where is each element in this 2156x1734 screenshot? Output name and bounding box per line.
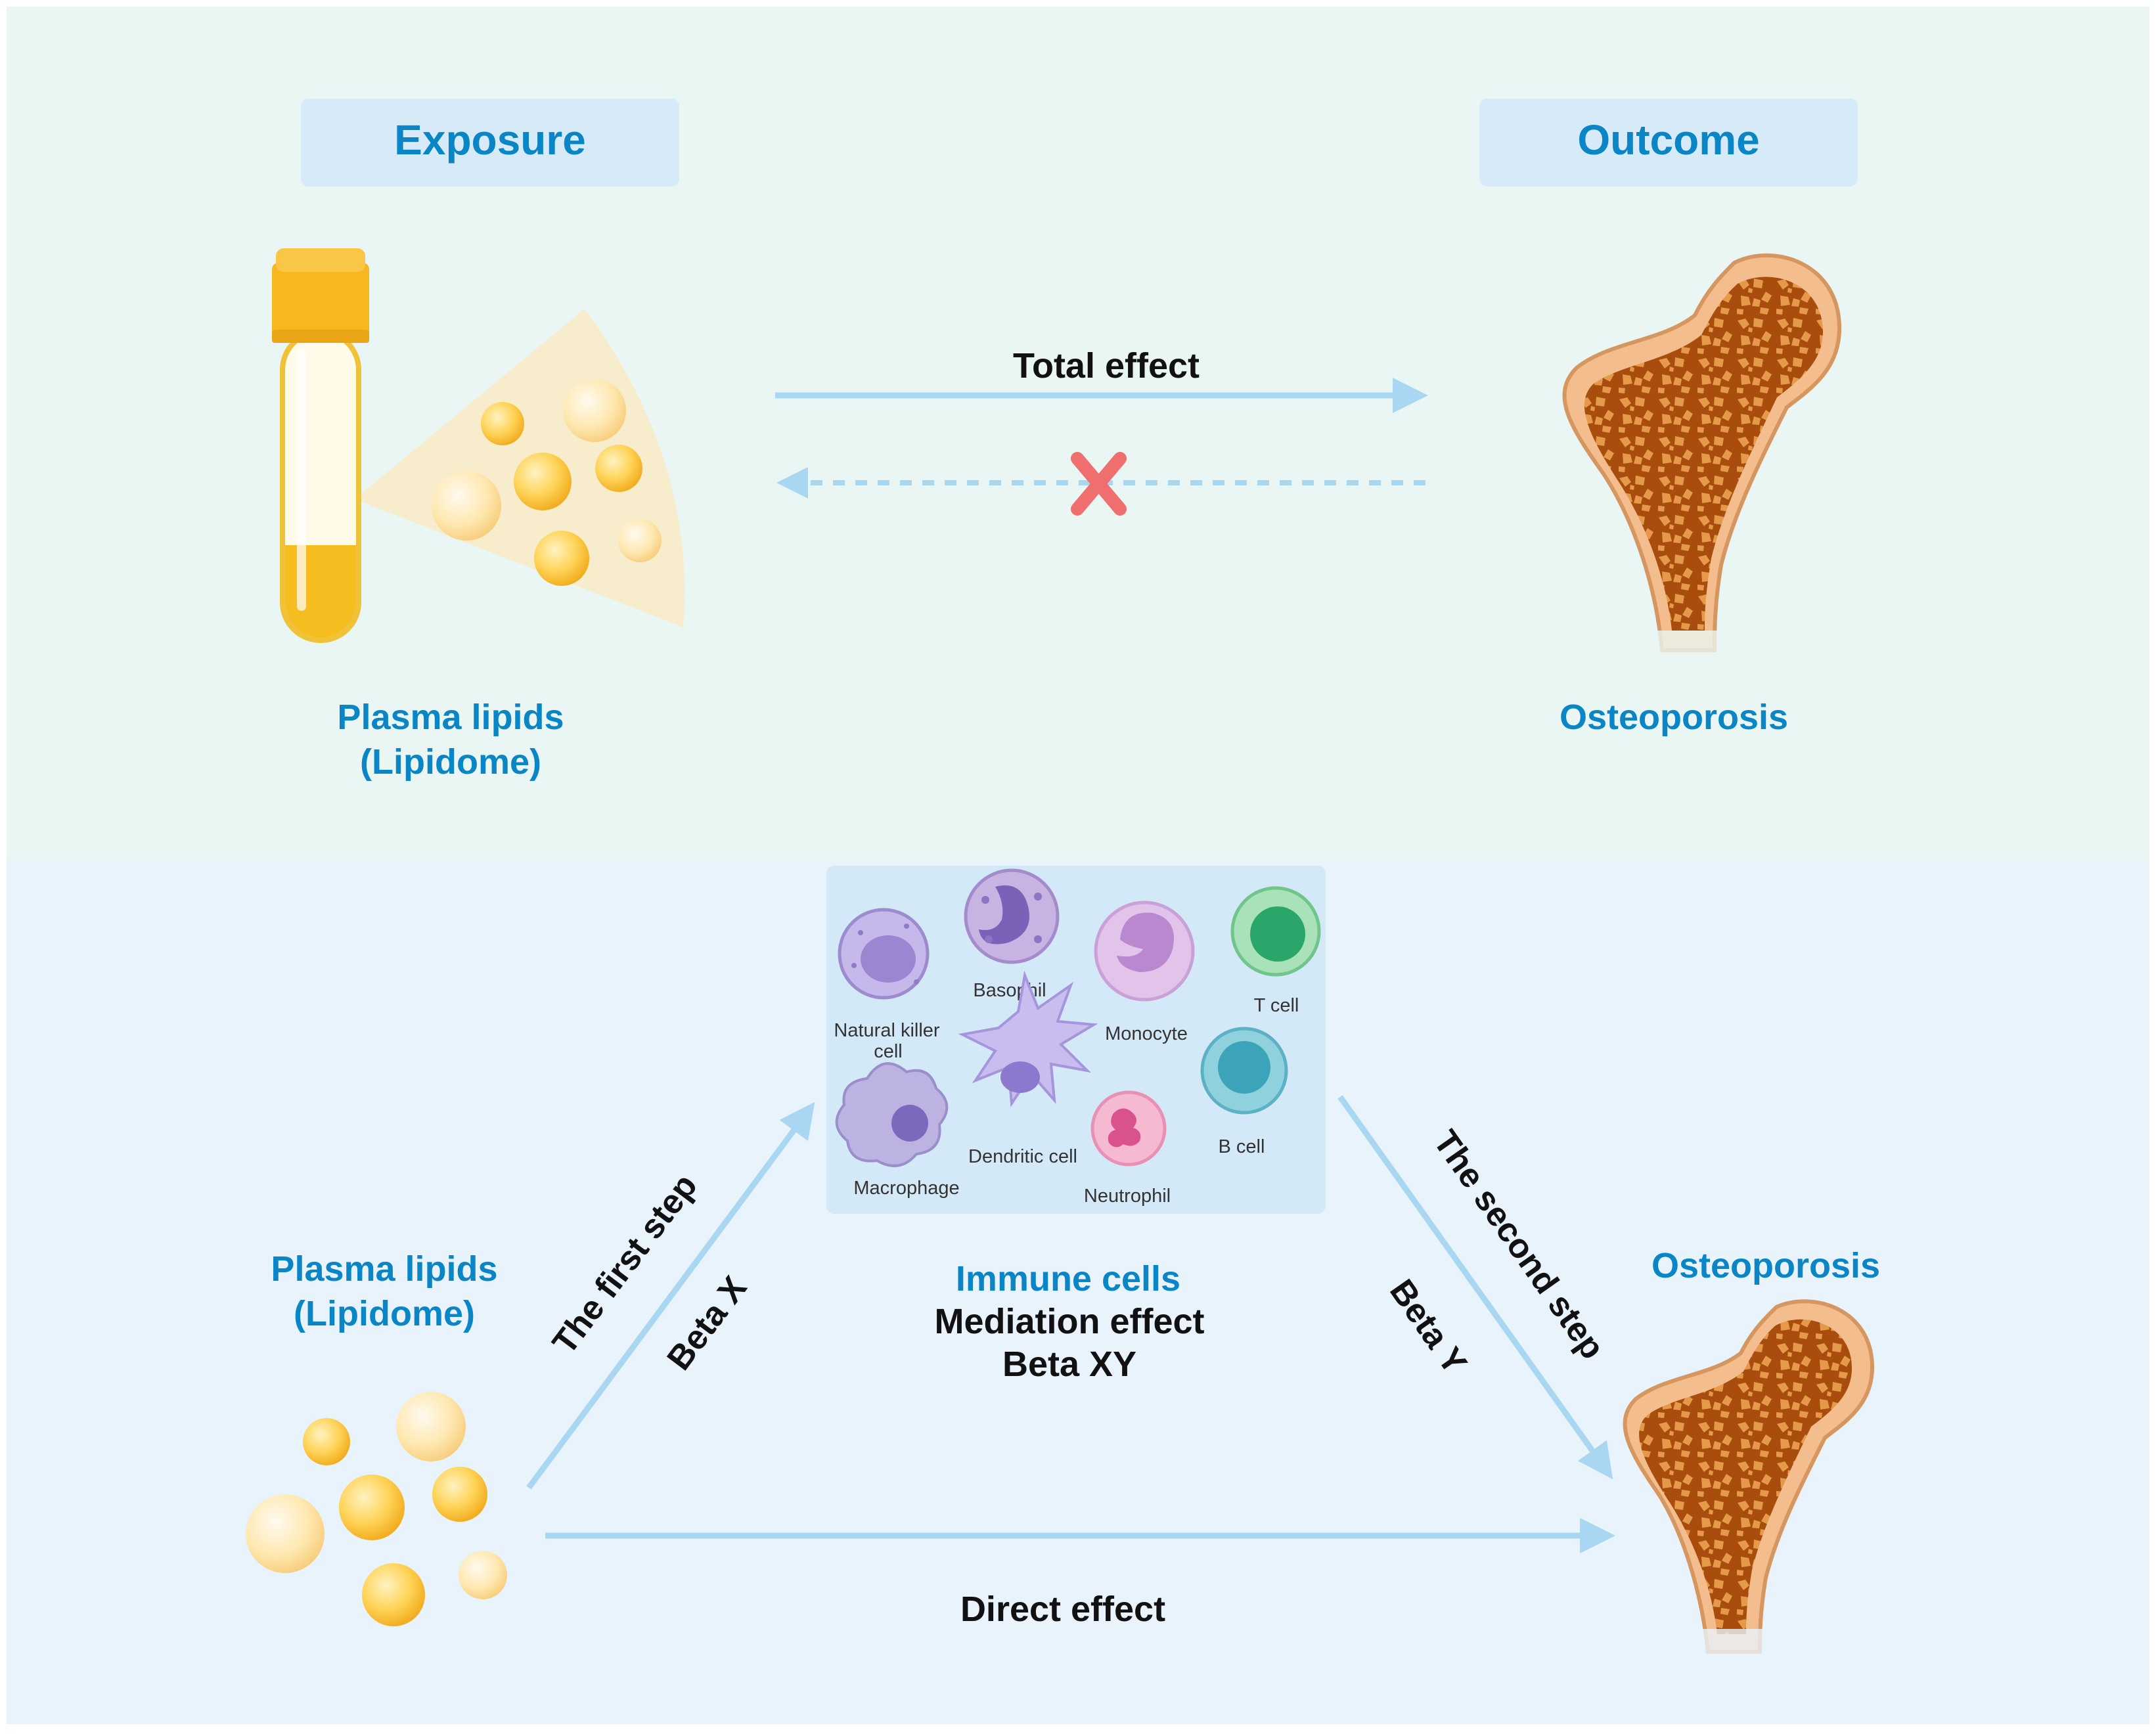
tube-cap-band xyxy=(272,330,369,343)
t-cell-icon xyxy=(1230,886,1321,977)
macrophage-icon xyxy=(835,1062,949,1167)
natural-killer-label-line2: cell xyxy=(874,1041,903,1062)
t-cell-label: T cell xyxy=(1254,995,1299,1016)
dendritic-cell-icon xyxy=(958,970,1098,1107)
dendritic-cell-label: Dendritic cell xyxy=(968,1146,1077,1167)
exposure-header: Exposure xyxy=(394,116,586,164)
tube-cap-body xyxy=(272,263,369,342)
bottom-outcome-name: Osteoporosis xyxy=(1651,1246,1880,1285)
immune-cells-box xyxy=(826,866,1326,1214)
bottom-exposure-name-line2: (Lipidome) xyxy=(294,1294,475,1333)
lipid-droplets-bottom xyxy=(246,1392,507,1626)
lipid-droplets-top xyxy=(432,379,662,586)
natural-killer-cell-icon xyxy=(838,908,930,1000)
monocyte-icon xyxy=(1094,900,1195,1002)
beta-xy-label: Beta XY xyxy=(1002,1345,1136,1384)
macrophage-label: Macrophage xyxy=(853,1178,959,1199)
outcome-name-top: Osteoporosis xyxy=(1560,698,1788,737)
direct-effect-label: Direct effect xyxy=(960,1590,1165,1629)
b-cell-label: B cell xyxy=(1219,1136,1265,1157)
basophil-icon xyxy=(964,868,1060,964)
neutrophil-label: Neutrophil xyxy=(1084,1186,1171,1207)
exposure-header-box xyxy=(301,99,679,187)
outcome-header-box xyxy=(1479,99,1858,187)
natural-killer-label-line1: Natural killer xyxy=(834,1020,939,1041)
outcome-header: Outcome xyxy=(1577,116,1759,164)
femur-bone-icon-bottom xyxy=(1623,1299,1875,1655)
monocyte-label: Monocyte xyxy=(1105,1023,1188,1044)
b-cell-icon xyxy=(1200,1027,1288,1115)
femur-bone-icon-top xyxy=(1562,253,1842,657)
basophil-label: Basophil xyxy=(973,980,1046,1001)
total-effect-label: Total effect xyxy=(1013,346,1200,386)
exposure-name-line1: Plasma lipids xyxy=(337,698,564,737)
neutrophil-icon xyxy=(1090,1090,1167,1167)
bottom-exposure-name-line1: Plasma lipids xyxy=(271,1249,497,1289)
mediator-name: Immune cells xyxy=(956,1259,1180,1299)
mediation-effect-label: Mediation effect xyxy=(934,1302,1204,1341)
reject-x-icon xyxy=(1071,452,1127,516)
tube-highlight xyxy=(297,348,306,611)
exposure-name-line2: (Lipidome) xyxy=(360,742,541,782)
first-step-arrow xyxy=(526,1101,815,1490)
tube-plasma xyxy=(285,545,356,638)
second-step-arrow xyxy=(1337,1095,1613,1480)
tube-cap-top xyxy=(276,248,365,272)
